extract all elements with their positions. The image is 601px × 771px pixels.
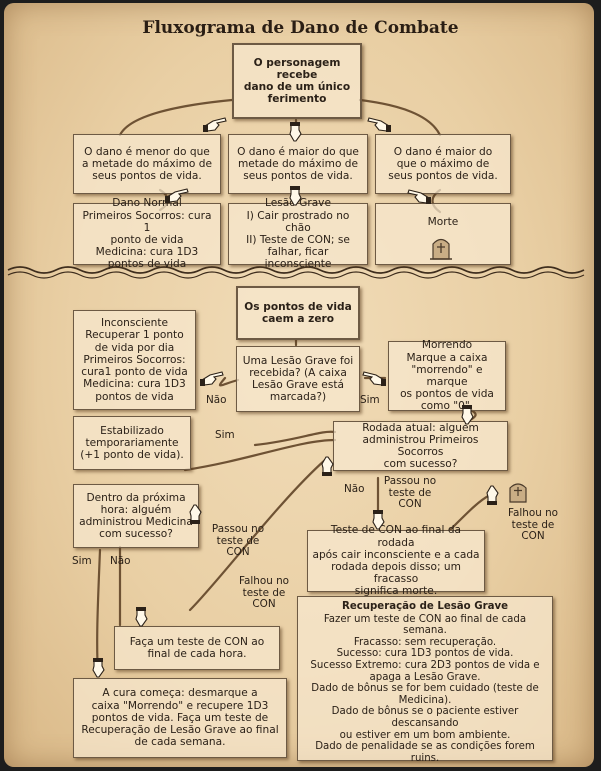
label-yes-2: Sim <box>215 429 235 441</box>
label-yes-1: Sim <box>360 394 380 406</box>
pointing-hand-icon <box>200 371 224 386</box>
label-no-3: Não <box>110 555 131 567</box>
pointing-hand-icon <box>362 371 386 386</box>
tombstone-icon <box>509 483 527 503</box>
page-title: Fluxograma de Dano de Combate <box>142 18 459 38</box>
section-divider <box>7 266 585 274</box>
pointing-hand-icon <box>407 189 431 204</box>
pointing-hand-icon <box>189 504 202 524</box>
major-wound-recovery-box: Recuperação de Lesão Grave Fazer um test… <box>297 596 553 764</box>
recovery-title: Recuperação de Lesão Grave <box>341 601 509 612</box>
pointing-hand-icon <box>135 607 148 627</box>
label-no-1: Não <box>206 394 227 406</box>
pointing-hand-icon <box>289 186 302 206</box>
label-yes-3: Sim <box>72 555 92 567</box>
pointing-hand-icon <box>372 510 385 530</box>
pointing-hand-icon <box>289 122 302 142</box>
pointing-hand-icon <box>321 456 334 476</box>
pointing-hand-icon <box>367 117 391 132</box>
pointing-hand-icon <box>461 405 474 425</box>
pointing-hand-icon <box>165 188 189 203</box>
pointing-hand-icon <box>486 485 499 505</box>
pointing-hand-icon <box>92 658 105 678</box>
pointing-hand-icon <box>203 117 227 132</box>
label-no-2: Não <box>344 483 365 495</box>
tombstone-icon <box>430 238 452 260</box>
